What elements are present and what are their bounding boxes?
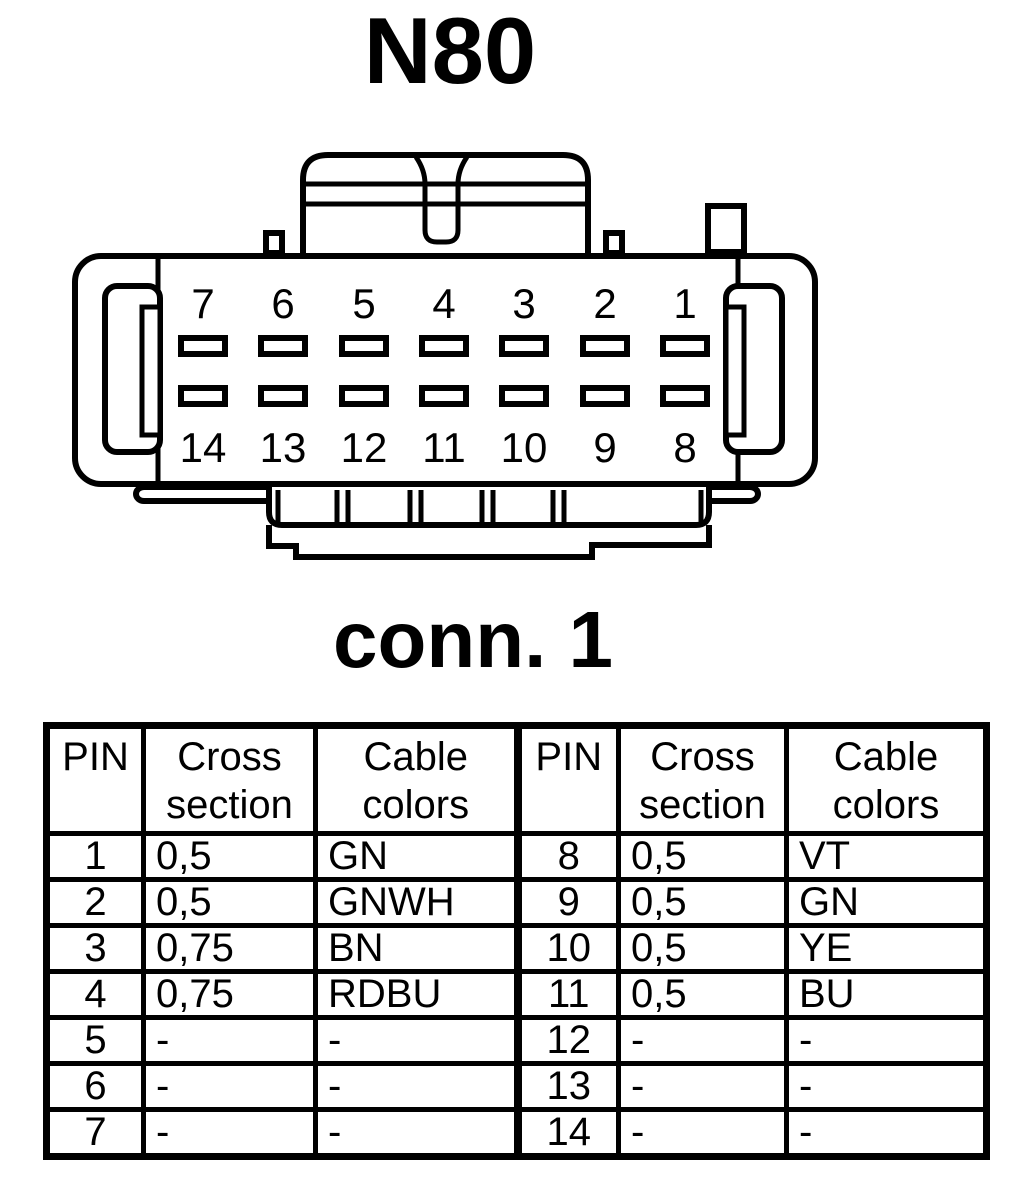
- cell-pin: 3: [44, 923, 146, 974]
- cell-cable-colors: GN: [784, 877, 989, 928]
- top-tab-right: [603, 230, 625, 256]
- cell-cable-colors: -: [784, 1015, 989, 1066]
- cell-cable-colors: -: [313, 1015, 520, 1066]
- pin-contact: [258, 385, 308, 407]
- pin-number: 3: [512, 280, 535, 327]
- pin-contact: [580, 385, 630, 407]
- cell-pin: 6: [44, 1061, 146, 1112]
- cell-cable-colors: BN: [313, 923, 520, 974]
- cell-cross-section: 0,5: [141, 877, 318, 928]
- keying-slot-right: [723, 283, 785, 455]
- col-header-cable-colors: Cable colors: [313, 723, 520, 836]
- pin-number: 6: [271, 280, 294, 327]
- pin-numbers: 7 6 5 4 3 2 1 14 13 12 11 10 9 8: [180, 280, 697, 471]
- col-header-cross-section: Cross section: [616, 723, 789, 836]
- table-row: 6 - - 13 - -: [44, 1061, 989, 1112]
- pin-number: 9: [593, 424, 616, 471]
- table-row: 7 - - 14 - -: [44, 1107, 989, 1159]
- component-title: N80: [363, 0, 537, 103]
- cell-cross-section: -: [141, 1107, 318, 1159]
- pin-contact: [178, 335, 228, 357]
- pin-contact: [339, 385, 389, 407]
- table-header-row: PIN Cross section Cable colors PIN Cross…: [44, 723, 989, 836]
- pin-number: 4: [432, 280, 455, 327]
- pin-contact: [419, 335, 469, 357]
- cell-cross-section: 0,5: [141, 831, 318, 882]
- pin-contact: [499, 335, 549, 357]
- pin-contact: [258, 335, 308, 357]
- cell-pin: 1: [44, 831, 146, 882]
- table-row: 4 0,75 RDBU 11 0,5 BU: [44, 969, 989, 1020]
- cell-pin: 4: [44, 969, 146, 1020]
- connector-bottom: [133, 484, 761, 560]
- cell-cross-section: 0,75: [141, 923, 318, 974]
- cell-pin: 11: [513, 969, 621, 1020]
- cell-pin: 7: [44, 1107, 146, 1159]
- cell-cable-colors: -: [313, 1061, 520, 1112]
- table-row: 3 0,75 BN 10 0,5 YE: [44, 923, 989, 974]
- cell-cross-section: -: [141, 1015, 318, 1066]
- cell-pin: 12: [513, 1015, 621, 1066]
- top-tab-tall: [705, 203, 747, 255]
- cell-cross-section: 0,5: [616, 877, 789, 928]
- connector-diagram: 7 6 5 4 3 2 1 14 13 12 11 10 9 8: [72, 152, 818, 560]
- table-row: 1 0,5 GN 8 0,5 VT: [44, 831, 989, 882]
- cell-cable-colors: -: [313, 1107, 520, 1159]
- cell-cable-colors: -: [784, 1107, 989, 1159]
- cell-cross-section: 0,5: [616, 923, 789, 974]
- connector-latch: [300, 152, 591, 258]
- cell-cable-colors: GN: [313, 831, 520, 882]
- cell-cable-colors: YE: [784, 923, 989, 974]
- cell-cross-section: -: [616, 1107, 789, 1159]
- connector-label: conn. 1: [332, 595, 614, 684]
- pin-number: 7: [191, 280, 214, 327]
- pin-contact: [339, 335, 389, 357]
- pin-number: 11: [422, 424, 466, 471]
- pin-number: 8: [673, 424, 696, 471]
- pin-number: 2: [593, 280, 616, 327]
- pin-contact: [178, 385, 228, 407]
- pinout-table: PIN Cross section Cable colors PIN Cross…: [43, 722, 990, 1160]
- col-header-pin: PIN: [513, 723, 621, 836]
- cell-pin: 10: [513, 923, 621, 974]
- pin-contact: [580, 335, 630, 357]
- cell-cross-section: 0,5: [616, 969, 789, 1020]
- cell-pin: 8: [513, 831, 621, 882]
- cell-cable-colors: VT: [784, 831, 989, 882]
- cell-cross-section: -: [616, 1015, 789, 1066]
- cell-cross-section: -: [616, 1061, 789, 1112]
- pin-number: 10: [501, 424, 548, 471]
- table-row: 2 0,5 GNWH 9 0,5 GN: [44, 877, 989, 928]
- pin-number: 5: [352, 280, 375, 327]
- pin-contact: [660, 385, 710, 407]
- cell-cross-section: -: [141, 1061, 318, 1112]
- top-tab-left: [263, 230, 285, 256]
- table-row: 5 - - 12 - -: [44, 1015, 989, 1066]
- keying-slot-left: [102, 283, 163, 455]
- cell-pin: 2: [44, 877, 146, 928]
- pin-number: 12: [341, 424, 388, 471]
- cell-pin: 14: [513, 1107, 621, 1159]
- cell-cross-section: 0,5: [616, 831, 789, 882]
- pin-number: 13: [260, 424, 307, 471]
- cell-cable-colors: -: [784, 1061, 989, 1112]
- pin-contact: [660, 335, 710, 357]
- cell-cable-colors: BU: [784, 969, 989, 1020]
- cell-pin: 13: [513, 1061, 621, 1112]
- pin-number: 1: [673, 280, 696, 327]
- cell-pin: 9: [513, 877, 621, 928]
- col-header-cable-colors: Cable colors: [784, 723, 989, 836]
- connector-shell: [72, 253, 818, 487]
- pin-contact: [499, 385, 549, 407]
- cell-cable-colors: GNWH: [313, 877, 520, 928]
- cell-cable-colors: RDBU: [313, 969, 520, 1020]
- pin-contact: [419, 385, 469, 407]
- pin-contacts: [178, 335, 710, 407]
- col-header-pin: PIN: [44, 723, 146, 836]
- cell-cross-section: 0,75: [141, 969, 318, 1020]
- cell-pin: 5: [44, 1015, 146, 1066]
- pin-number: 14: [180, 424, 227, 471]
- col-header-cross-section: Cross section: [141, 723, 318, 836]
